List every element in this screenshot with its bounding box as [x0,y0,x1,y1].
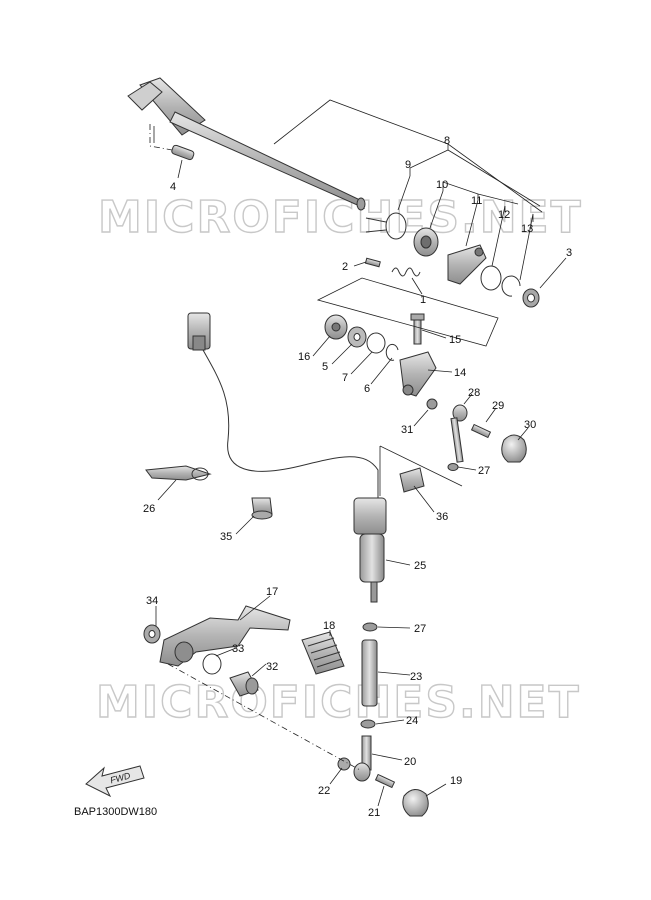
holder-36 [399,467,425,493]
nut-31 [426,398,438,410]
watermark-bottom: MICROFICHES.NET [96,677,581,728]
grommet-35 [251,497,273,520]
clamp-26 [145,465,212,481]
callout-5: 5 [322,361,328,373]
rubber-18 [301,631,345,675]
callout-31: 31 [401,424,413,436]
callout-21: 21 [368,807,380,819]
callout-2: 2 [342,261,348,273]
callout-11: 11 [471,195,482,207]
nut-27-lower [362,622,378,632]
oring-33 [202,653,222,675]
collar-10 [413,227,439,257]
callout-32: 32 [266,661,278,673]
sensor-connector [187,312,211,351]
diagram-code: BAP1300DW180 [74,806,157,818]
washer-34 [143,624,161,644]
callout-1: 1 [420,294,426,306]
sensor-wire [202,349,379,498]
callout-6: 6 [364,383,370,395]
rod-end-28 [450,404,468,463]
callout-35: 35 [220,531,232,543]
callout-10: 10 [436,179,448,191]
bolt-2 [364,257,381,268]
callout-23: 23 [410,671,422,683]
callout-27-upper: 27 [478,465,490,477]
fwd-arrow: FWD [85,765,145,798]
callout-17: 17 [266,586,278,598]
callout-27-lower: 27 [414,623,426,635]
callout-18: 18 [323,620,335,632]
washer-12 [480,265,502,291]
shaft-pin-4 [171,144,195,161]
callout-8: 8 [444,135,450,147]
callout-34: 34 [146,595,158,607]
callout-13: 13 [521,223,533,235]
shift-shaft [127,77,366,211]
rod-end-20 [353,735,372,782]
callout-24: 24 [406,715,418,727]
callout-4: 4 [170,181,176,193]
callout-33: 33 [232,643,244,655]
callout-26: 26 [143,503,155,515]
shift-sensor-25 [353,497,387,603]
bolt-29 [470,423,492,439]
callout-3: 3 [566,247,572,259]
oring-7 [366,332,386,354]
seal-3 [522,288,540,308]
callout-15: 15 [449,334,461,346]
callout-30: 30 [524,419,536,431]
spring-1 [391,267,421,277]
washer-22 [337,757,351,771]
circlip-13 [501,275,521,297]
shift-arm-11 [447,244,487,285]
leader-lines [149,99,567,807]
callout-25: 25 [414,560,426,572]
nut-27-upper [447,463,459,471]
callout-9: 9 [405,159,411,171]
washer-5 [347,326,367,348]
callout-7: 7 [342,372,348,384]
bolt-21 [374,773,396,789]
callout-16: 16 [298,351,310,363]
cap-19 [402,789,429,817]
nut-24 [360,719,376,729]
shift-pedal-17 [159,605,291,667]
callout-28: 28 [468,387,480,399]
stopper-lever-14 [399,351,437,397]
callout-29: 29 [492,400,504,412]
bolt-15 [410,313,425,345]
shift-rod-23 [361,639,378,707]
cap-30 [501,434,527,463]
callout-22: 22 [318,785,330,797]
spring-9 [365,212,407,240]
collar-16 [324,314,348,340]
callout-19: 19 [450,775,462,787]
callout-14: 14 [454,367,466,379]
callout-36: 36 [436,511,448,523]
bolt-32 [229,671,259,697]
callout-20: 20 [404,756,416,768]
callout-labels: 8 9 10 11 12 13 3 4 2 1 16 5 7 6 15 14 3… [143,135,572,819]
circlip-6 [385,343,399,361]
callout-12: 12 [498,209,510,221]
